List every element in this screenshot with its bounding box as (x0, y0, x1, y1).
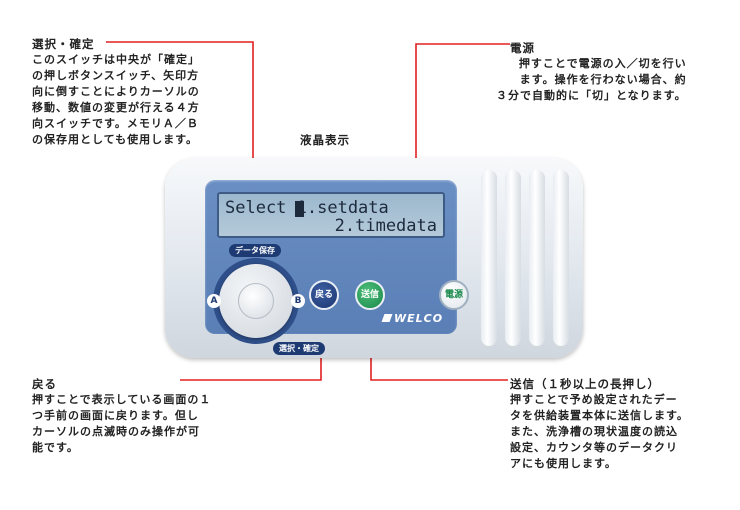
brand-logo: WELCO (381, 312, 444, 325)
logo-mark-icon (381, 314, 393, 322)
label-select-confirm: 選択・確定 (273, 342, 325, 355)
callout-lcd-title: 液晶表示 (300, 133, 350, 147)
send-button[interactable]: 送信 (355, 280, 385, 310)
callout-power-body: 押すことで電源の入／切を行い ます。操作を行わない場合、約 ３分で自動的に「切」… (496, 57, 687, 102)
grip-rib (481, 170, 497, 346)
callout-lcd: 液晶表示 (300, 132, 350, 148)
grip-rib (553, 170, 569, 346)
label-memory-b: B (291, 294, 305, 308)
callout-select: 選択・確定 このスイッチは中央が「確定」 の押しボタンスイッチ、矢印方 向に倒す… (32, 36, 200, 148)
callout-power-title: 電源 (510, 41, 535, 55)
callout-select-title: 選択・確定 (32, 37, 95, 51)
lcd-cursor (295, 201, 304, 217)
grip-rib (529, 170, 545, 346)
control-panel: Select 1.setdata 2.timedata データ保存 選択・確定 … (205, 180, 469, 355)
callout-send-title: 送信（１秒以上の長押し） (510, 377, 660, 391)
lcd-display: Select 1.setdata 2.timedata (217, 192, 445, 238)
logo-text: WELCO (394, 312, 444, 325)
confirm-button[interactable] (238, 283, 274, 319)
callout-back: 戻る 押すことで表示している画面の１ つ手前の画面に戻ります。但し カーソルの点… (32, 376, 211, 456)
callout-power: 電源 押すことで電源の入／切を行い ます。操作を行わない場合、約 ３分で自動的に… (496, 40, 687, 104)
power-button[interactable]: 電源 (439, 280, 469, 310)
lcd-line-2: 2.timedata (334, 216, 437, 236)
grip-rib (505, 170, 521, 346)
callout-send-body: 押すことで予め設定されたデー タを供給装置本体に送信します。 また、洗浄槽の現状… (510, 393, 689, 470)
callout-select-body: このスイッチは中央が「確定」 の押しボタンスイッチ、矢印方 向に倒すことによりカ… (32, 53, 200, 146)
lcd-line-1: Select 1.setdata (225, 198, 389, 218)
callout-send: 送信（１秒以上の長押し） 押すことで予め設定されたデー タを供給装置本体に送信し… (510, 376, 689, 472)
label-data-save: データ保存 (229, 244, 281, 257)
remote-controller: Select 1.setdata 2.timedata データ保存 選択・確定 … (165, 158, 583, 358)
label-memory-a: A (207, 294, 221, 308)
callout-back-body: 押すことで表示している画面の１ つ手前の画面に戻ります。但し カーソルの点滅時の… (32, 393, 212, 454)
back-button[interactable]: 戻る (309, 280, 339, 310)
callout-back-title: 戻る (32, 377, 57, 391)
